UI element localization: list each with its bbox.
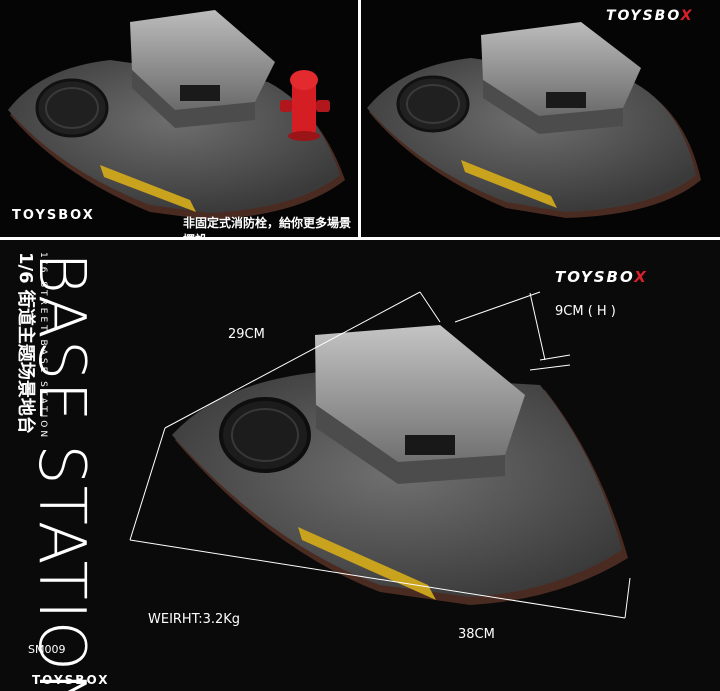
hydrant-caption: 非固定式消防栓，給你更多場景擺設 <box>183 216 352 237</box>
model-number: SM009 <box>28 643 66 656</box>
photo-panel-with-hydrant: TOYSBOX 非固定式消防栓，給你更多場景擺設 <box>0 0 358 237</box>
height-dimension: 9CM ( H ) <box>555 304 616 319</box>
width-dimension: 29CM <box>228 327 265 342</box>
dimension-lines <box>129 291 631 619</box>
curb-block <box>130 10 275 110</box>
subtitle-english: 1/6 STREET BASE STATION <box>38 252 48 441</box>
spec-panel: BASE STATION 1/6 街道主题场景地台 1/6 STREET BAS… <box>0 240 720 691</box>
photo-panel-without-hydrant: TOYSBOX <box>361 0 720 237</box>
toysbox-logo: TOYSBOX <box>555 268 648 286</box>
base-with-hydrant-photo <box>8 10 345 220</box>
toysbox-logo: TOYSBOX <box>12 208 95 223</box>
fire-hydrant <box>280 70 330 141</box>
horizontal-divider <box>0 237 720 240</box>
vertical-divider <box>358 0 361 237</box>
toysbox-bottom-logo: TOYSBOX <box>32 673 110 687</box>
curb-block <box>481 22 641 116</box>
yellow-road-stripe <box>461 160 557 208</box>
base-without-hydrant-photo <box>367 22 701 218</box>
length-dimension: 38CM <box>458 627 495 642</box>
toysbox-logo: TOYSBOX <box>606 8 694 24</box>
yellow-road-stripe <box>100 165 196 212</box>
curb-block <box>315 325 525 462</box>
yellow-road-stripe <box>298 527 436 600</box>
weight-label: WEIRHT:3.2Kg <box>148 612 241 627</box>
subtitle-chinese: 1/6 街道主题场景地台 <box>15 252 36 434</box>
base-spec-photo <box>129 291 631 619</box>
manhole-cover <box>219 397 311 473</box>
